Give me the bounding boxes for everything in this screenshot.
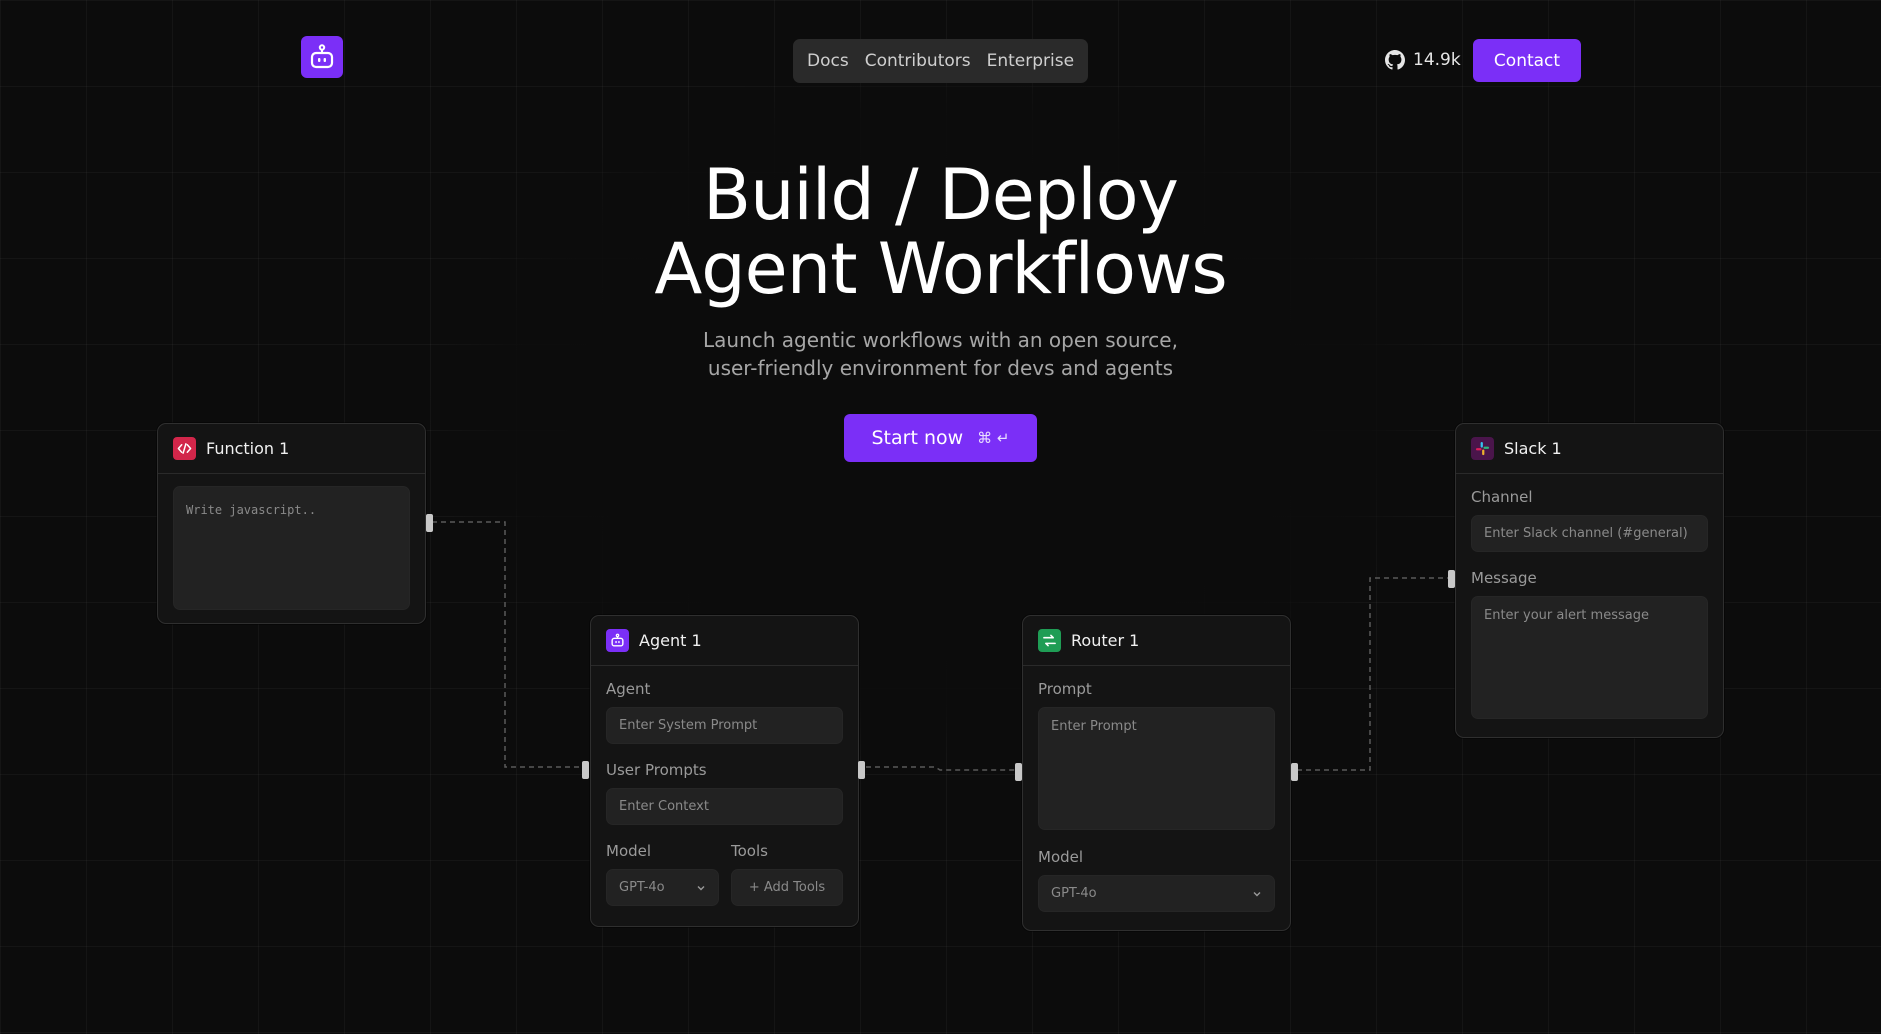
slack-channel-input[interactable]: Enter Slack channel (#general)	[1471, 515, 1708, 552]
tools-label: Tools	[731, 842, 768, 860]
router-node[interactable]: Router 1 Prompt Enter Prompt Model GPT-4…	[1022, 615, 1291, 931]
github-icon	[1385, 50, 1405, 70]
chevron-down-icon	[1253, 891, 1261, 896]
hero-subtitle: Launch agentic workflows with an open so…	[0, 326, 1881, 382]
route-icon	[1038, 629, 1061, 652]
agent-model-select[interactable]: GPT-4o	[606, 869, 719, 906]
contact-button[interactable]: Contact	[1473, 39, 1581, 82]
message-label: Message	[1471, 569, 1537, 587]
slack-input-handle[interactable]	[1448, 570, 1455, 588]
chevron-down-icon	[697, 885, 705, 890]
function-code-editor[interactable]: Write javascript..	[173, 486, 410, 610]
nav-contributors[interactable]: Contributors	[864, 51, 971, 71]
app-logo[interactable]	[301, 36, 343, 78]
hero-subtitle-line-2: user-friendly environment for devs and a…	[707, 356, 1174, 380]
slack-node-title: Slack 1	[1504, 439, 1562, 458]
system-prompt-placeholder: Enter System Prompt	[619, 718, 758, 733]
channel-label: Channel	[1471, 488, 1533, 506]
router-node-header[interactable]: Router 1	[1023, 616, 1290, 666]
code-icon	[173, 437, 196, 460]
github-star-count: 14.9k	[1413, 50, 1461, 70]
robot-icon	[310, 44, 334, 69]
agent-input-handle[interactable]	[582, 761, 589, 779]
nav-enterprise[interactable]: Enterprise	[986, 51, 1075, 71]
wire-router-to-slack	[1297, 577, 1450, 771]
router-input-handle[interactable]	[1015, 763, 1022, 781]
function-node-header[interactable]: Function 1	[158, 424, 425, 474]
github-stars-link[interactable]: 14.9k	[1385, 48, 1461, 72]
context-placeholder: Enter Context	[619, 799, 709, 814]
context-input[interactable]: Enter Context	[606, 788, 843, 825]
agent-field-label: Agent	[606, 680, 651, 698]
slack-message-input[interactable]: Enter your alert message	[1471, 596, 1708, 719]
system-prompt-input[interactable]: Enter System Prompt	[606, 707, 843, 744]
function-code-placeholder: Write javascript..	[186, 503, 317, 517]
function-node[interactable]: Function 1 Write javascript..	[157, 423, 426, 624]
keyboard-shortcut-hint: ⌘ ↵	[977, 429, 1010, 447]
agent-output-handle[interactable]	[858, 761, 865, 779]
agent-node-header[interactable]: Agent 1	[591, 616, 858, 666]
user-prompts-label: User Prompts	[606, 761, 707, 779]
hero-title: Build / Deploy Agent Workflows	[0, 158, 1881, 306]
agent-model-value: GPT-4o	[619, 880, 665, 895]
slack-channel-placeholder: Enter Slack channel (#general)	[1484, 526, 1688, 541]
start-now-label: Start now	[871, 427, 964, 449]
hero-title-line-1: Build / Deploy	[703, 154, 1179, 236]
add-tools-label: + Add Tools	[748, 880, 826, 895]
add-tools-button[interactable]: + Add Tools	[731, 869, 843, 906]
wire-function-to-agent	[432, 521, 585, 768]
router-prompt-input[interactable]: Enter Prompt	[1038, 707, 1275, 830]
wire-agent-to-router	[866, 766, 1016, 771]
hero-title-line-2: Agent Workflows	[654, 228, 1227, 310]
router-model-value: GPT-4o	[1051, 886, 1097, 901]
hero-subtitle-line-1: Launch agentic workflows with an open so…	[703, 328, 1178, 352]
agent-node[interactable]: Agent 1 Agent Enter System Prompt User P…	[590, 615, 859, 927]
robot-icon	[606, 629, 629, 652]
router-prompt-label: Prompt	[1038, 680, 1092, 698]
function-node-title: Function 1	[206, 439, 290, 458]
router-node-title: Router 1	[1071, 631, 1140, 650]
router-prompt-placeholder: Enter Prompt	[1051, 719, 1137, 734]
agent-node-title: Agent 1	[639, 631, 702, 650]
top-nav: Docs Contributors Enterprise	[793, 39, 1088, 83]
slack-message-placeholder: Enter your alert message	[1484, 608, 1649, 623]
function-output-handle[interactable]	[426, 514, 433, 532]
slack-icon	[1471, 437, 1494, 460]
nav-docs[interactable]: Docs	[807, 51, 849, 71]
agent-model-label: Model	[606, 842, 652, 860]
router-output-handle[interactable]	[1291, 763, 1298, 781]
start-now-button[interactable]: Start now ⌘ ↵	[844, 414, 1037, 462]
slack-node-header[interactable]: Slack 1	[1456, 424, 1723, 474]
router-model-select[interactable]: GPT-4o	[1038, 875, 1275, 912]
slack-node[interactable]: Slack 1 Channel Enter Slack channel (#ge…	[1455, 423, 1724, 738]
router-model-label: Model	[1038, 848, 1084, 866]
